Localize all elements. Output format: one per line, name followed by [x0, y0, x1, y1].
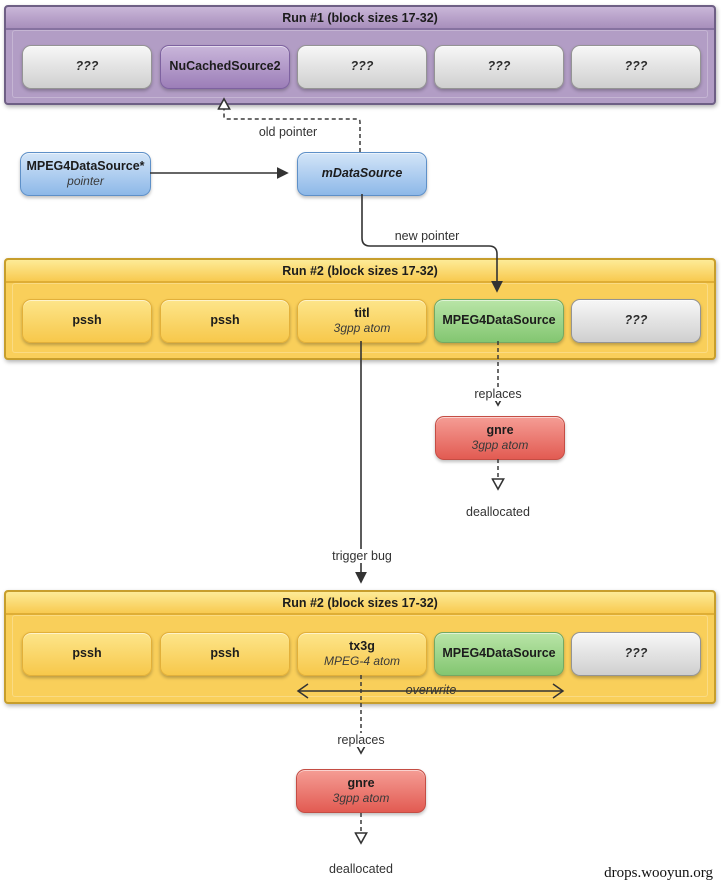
block-sublabel: 3gpp atom	[333, 321, 391, 336]
block-label: titl	[354, 305, 370, 320]
replaces-label-2: replaces	[334, 733, 388, 747]
pointer-var-subtitle: pointer	[67, 174, 104, 189]
block-label: pssh	[210, 313, 240, 328]
replaces-label-1: replaces	[471, 387, 525, 401]
run1-block-unknown-4: ???	[571, 45, 701, 89]
gnre-title: gnre	[347, 775, 375, 790]
block-label: MPEG4DataSource	[442, 313, 556, 328]
run1-block-unknown-2: ???	[297, 45, 427, 89]
deallocated-label-1: deallocated	[466, 505, 530, 519]
block-label: pssh	[210, 646, 240, 661]
run2a-block-pssh-1: pssh	[22, 299, 152, 343]
watermark: drops.wooyun.org	[604, 865, 713, 881]
block-label: ???	[487, 59, 511, 74]
run1-block-unknown-1: ???	[22, 45, 152, 89]
block-label: tx3g	[349, 638, 375, 653]
run2b-block-unknown: ???	[571, 632, 701, 676]
block-sublabel: MPEG-4 atom	[323, 654, 401, 669]
old-pointer-label: old pointer	[258, 125, 318, 139]
run2a-block-mpeg4datasource: MPEG4DataSource	[434, 299, 564, 343]
gnre-title: gnre	[486, 422, 514, 437]
block-label: MPEG4DataSource	[442, 646, 556, 661]
run2b-block-mpeg4datasource: MPEG4DataSource	[434, 632, 564, 676]
block-label: ???	[624, 313, 648, 328]
deallocated-label-2: deallocated	[329, 862, 393, 876]
block-label: ???	[624, 646, 648, 661]
run2a-block-unknown: ???	[571, 299, 701, 343]
run2a-block-titl: titl 3gpp atom	[297, 299, 427, 343]
run1-block-unknown-3: ???	[434, 45, 564, 89]
pointer-var-title: MPEG4DataSource*	[26, 158, 145, 173]
block-label: ???	[624, 59, 648, 74]
run2a-block-pssh-2: pssh	[160, 299, 290, 343]
block-label: pssh	[72, 646, 102, 661]
gnre-box-1: gnre 3gpp atom	[435, 416, 565, 460]
overwrite-label: overwrite	[405, 683, 457, 697]
mdatasource-box: mDataSource	[297, 152, 427, 196]
gnre-subtitle: 3gpp atom	[471, 438, 529, 453]
run2a-title: Run #2 (block sizes 17-32)	[6, 260, 714, 283]
run2b-block-tx3g: tx3g MPEG-4 atom	[297, 632, 427, 676]
trigger-bug-label: trigger bug	[329, 549, 395, 563]
mdatasource-title: mDataSource	[321, 166, 403, 181]
pointer-var-box: MPEG4DataSource* pointer	[20, 152, 151, 196]
gnre-box-2: gnre 3gpp atom	[296, 769, 426, 813]
block-label: NuCachedSource2	[169, 59, 281, 74]
run1-block-nucachedsource2: NuCachedSource2	[160, 45, 290, 89]
block-label: pssh	[72, 313, 102, 328]
block-label: ???	[350, 59, 374, 74]
gnre-subtitle: 3gpp atom	[332, 791, 390, 806]
block-label: ???	[75, 59, 99, 74]
run2b-block-pssh-1: pssh	[22, 632, 152, 676]
new-pointer-label: new pointer	[394, 229, 460, 243]
run1-title: Run #1 (block sizes 17-32)	[6, 7, 714, 30]
run2b-block-pssh-2: pssh	[160, 632, 290, 676]
run2b-title: Run #2 (block sizes 17-32)	[6, 592, 714, 615]
